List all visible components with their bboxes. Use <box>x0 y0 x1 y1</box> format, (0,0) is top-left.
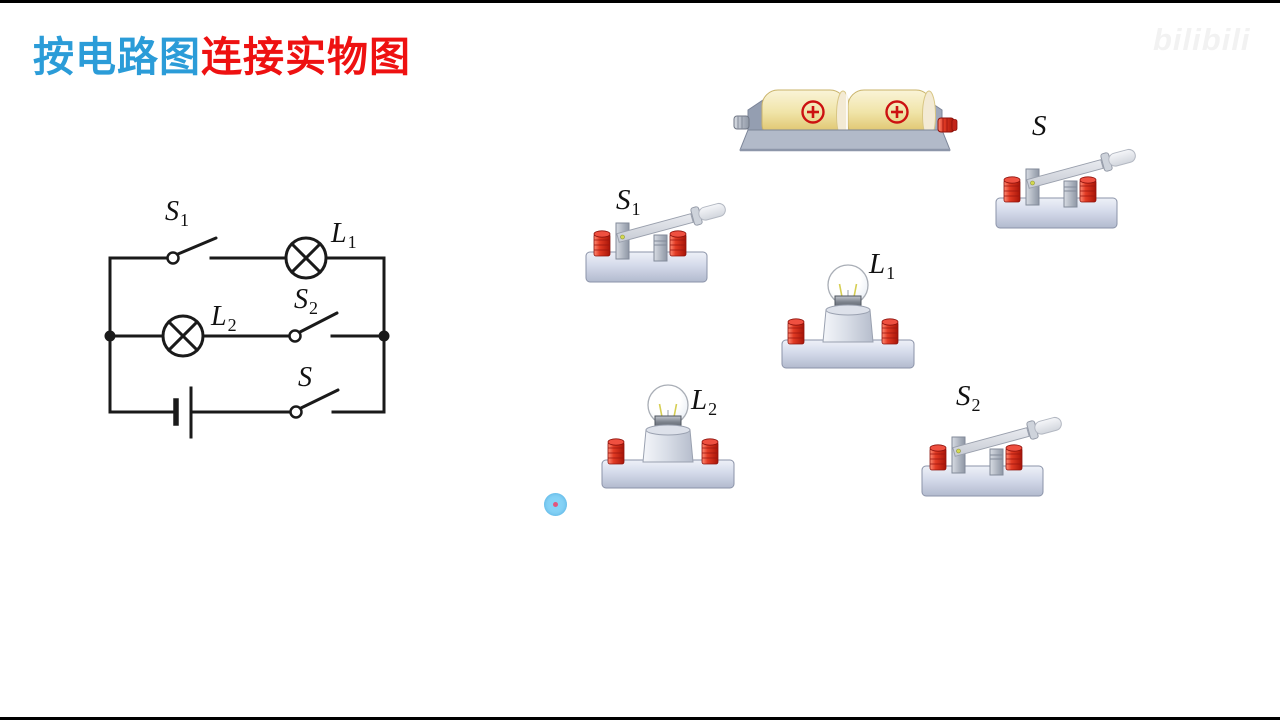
switch-symbol-s <box>289 388 340 419</box>
switch-s2[interactable] <box>916 410 1066 502</box>
circuit-label-s: S <box>298 362 312 393</box>
junction-dot <box>104 330 116 342</box>
circuit-label-l1: L1 <box>331 218 357 252</box>
workbench-label-s: S <box>1032 110 1047 142</box>
workbench-label-s1: S1 <box>616 184 641 219</box>
circuit-label-s1: S1 <box>165 196 189 230</box>
top-letterbox-bar <box>0 0 1280 3</box>
battery-pack[interactable] <box>732 86 958 156</box>
circuit-diagram <box>104 236 390 439</box>
circuit-label-l2: L2 <box>211 301 237 335</box>
lamp-symbol-l2 <box>161 314 205 358</box>
battery-symbol <box>173 386 193 439</box>
workbench-label-l2: L2 <box>691 384 718 419</box>
lamp-symbol-l1 <box>284 236 328 280</box>
bilibili-watermark: bilibili <box>1153 22 1251 57</box>
workbench-label-s2: S2 <box>956 380 981 415</box>
pointer-click-indicator <box>544 493 567 516</box>
circuit-label-s2: S2 <box>294 284 318 318</box>
junction-dot <box>378 330 390 342</box>
title-red-part: 连接实物图 <box>201 34 411 80</box>
page-title: 按电路图连接实物图 <box>33 37 411 78</box>
bottom-letterbox-bar <box>0 717 1280 720</box>
switch-s1[interactable] <box>580 196 730 288</box>
switch-s[interactable] <box>990 142 1140 234</box>
pointer-dot-center <box>553 502 558 507</box>
switch-symbol-s1 <box>166 236 218 265</box>
switch-symbol-s2 <box>288 311 339 343</box>
lamp-l1[interactable] <box>778 264 918 370</box>
title-blue-part: 按电路图 <box>33 34 201 80</box>
workbench-label-l1: L1 <box>869 248 896 283</box>
